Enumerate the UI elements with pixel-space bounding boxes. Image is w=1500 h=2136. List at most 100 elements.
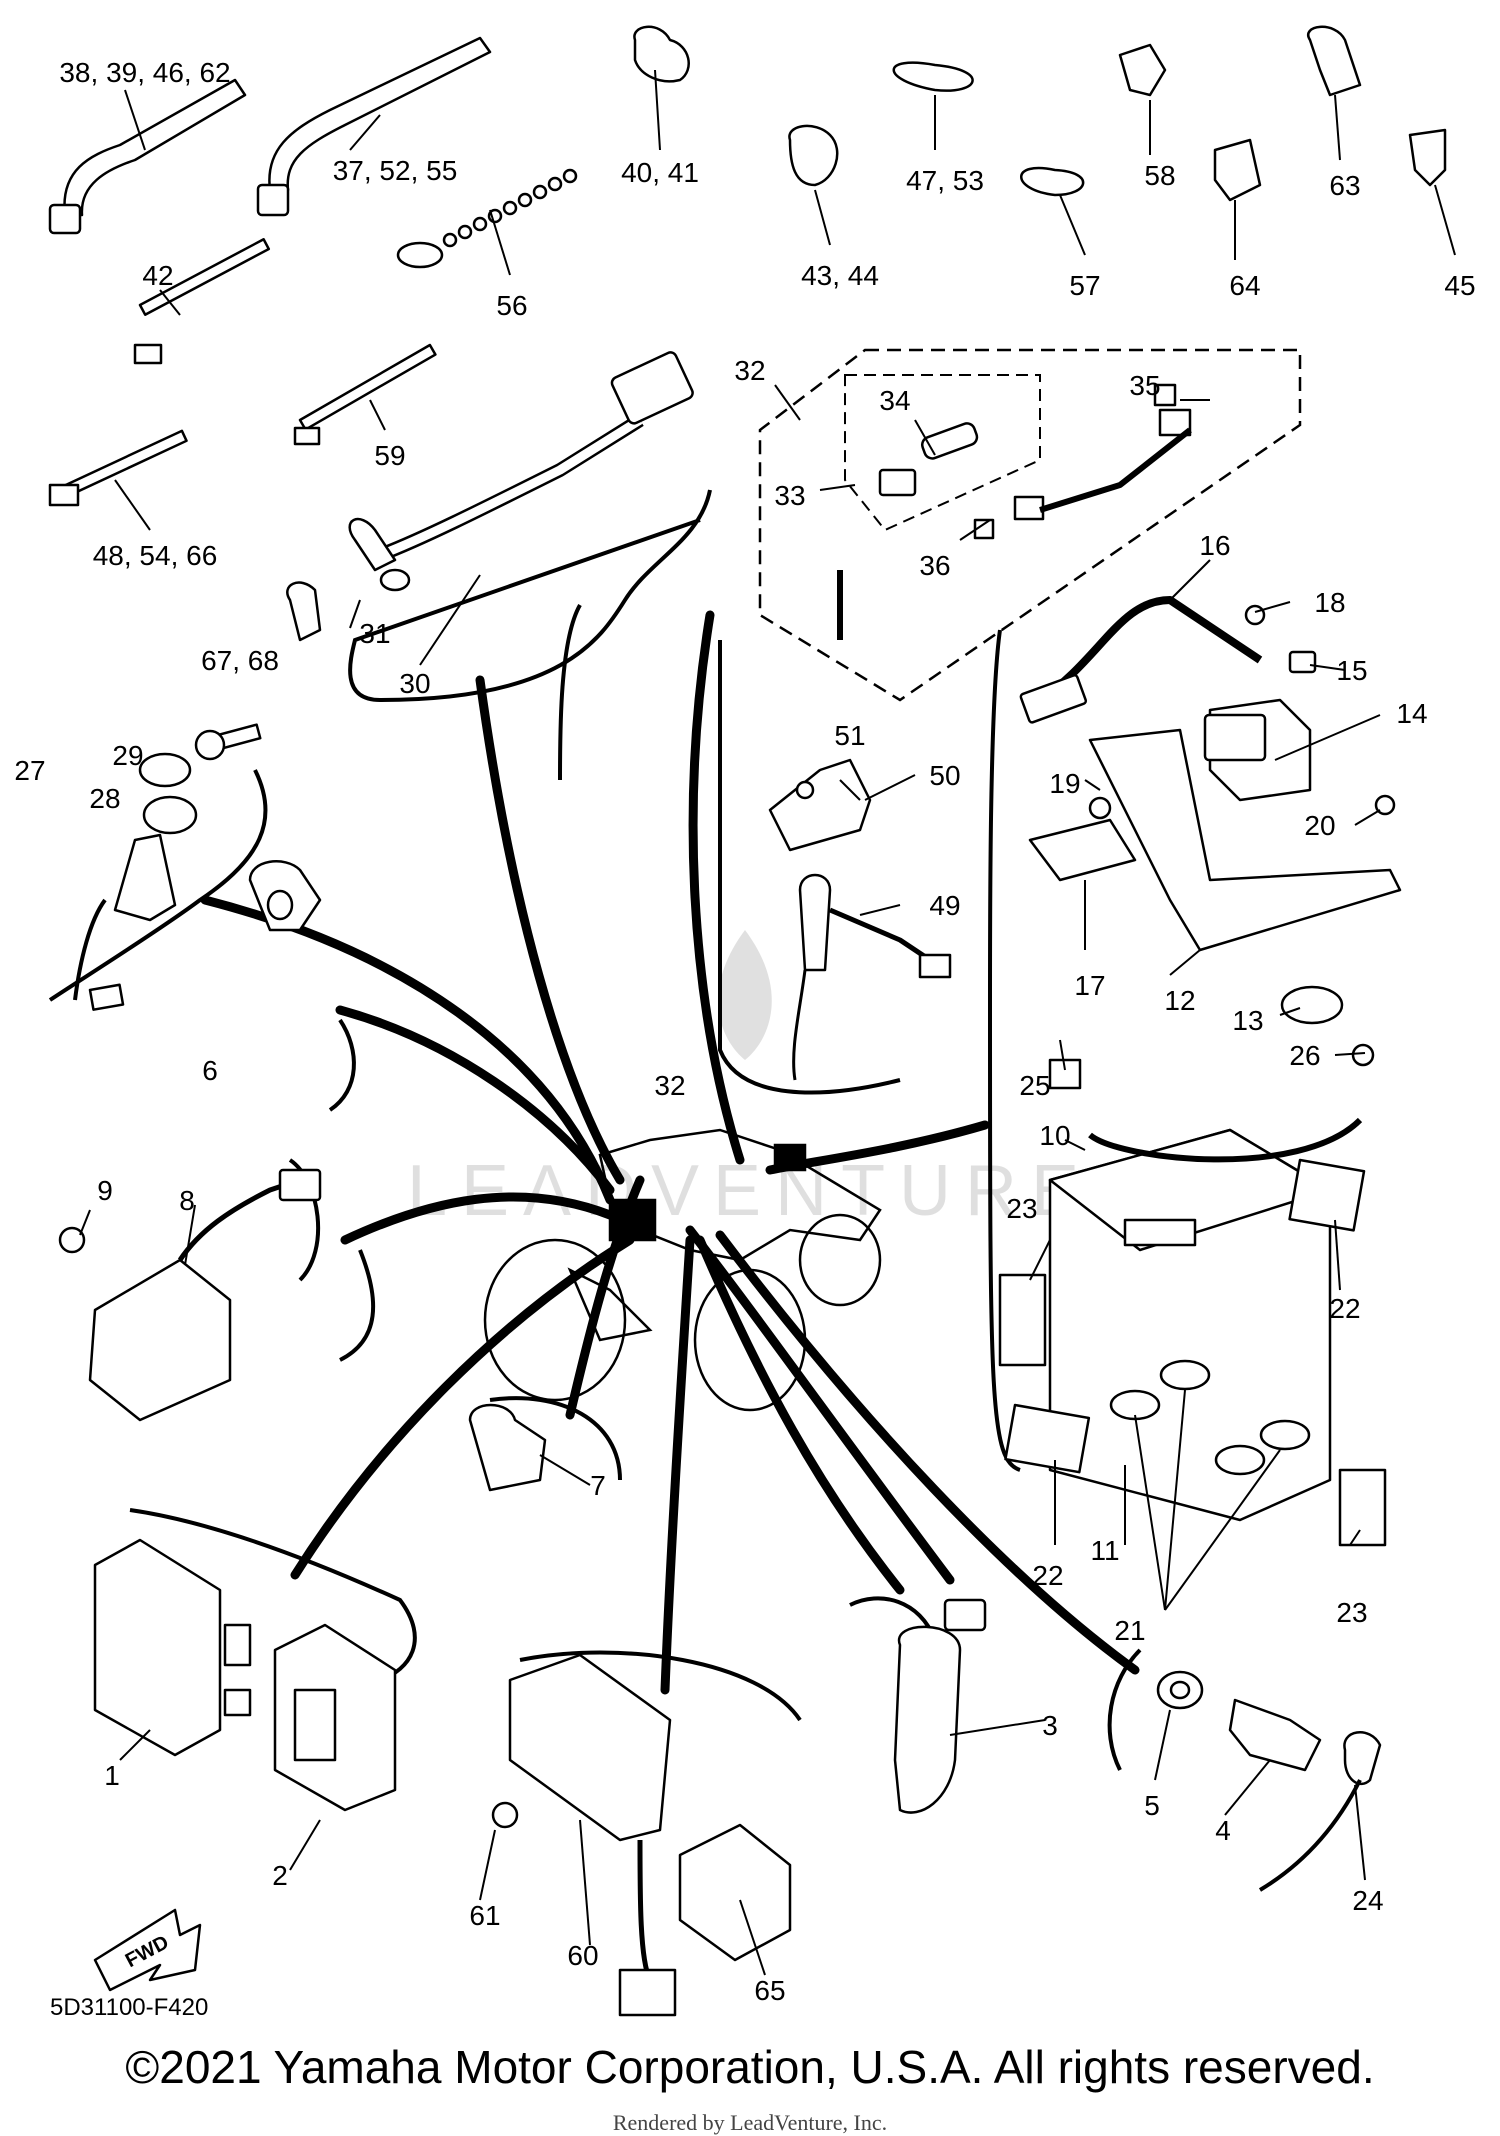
callout-25: 25 xyxy=(1019,1070,1050,1101)
callout-5: 5 xyxy=(1144,1790,1160,1821)
callout-45: 45 xyxy=(1444,270,1475,301)
dashed-box-33 xyxy=(844,374,1041,532)
callout-14: 14 xyxy=(1396,698,1427,729)
callout-61: 61 xyxy=(469,1900,500,1931)
callout-35: 35 xyxy=(1129,370,1160,401)
cable-tie-38-head xyxy=(48,203,82,235)
frame-brake xyxy=(718,640,901,1095)
callout-33: 33 xyxy=(774,480,805,511)
callout-3: 3 xyxy=(1042,1710,1058,1741)
cap-24 xyxy=(1343,1731,1382,1786)
watermark: LEADVENTURE xyxy=(407,930,1079,1231)
cable-tie-48-head xyxy=(48,483,80,507)
frame-harness-right xyxy=(988,629,1021,1472)
pad-22-right xyxy=(1288,1158,1366,1232)
nut-28 xyxy=(142,795,198,835)
callout-20: 20 xyxy=(1304,810,1335,841)
frame-brackets xyxy=(558,604,582,781)
pad-23-right xyxy=(1338,1468,1387,1547)
clip-63 xyxy=(1307,25,1362,97)
frame-regulator xyxy=(339,1249,376,1362)
callout-58: 58 xyxy=(1144,160,1175,191)
plug-31 xyxy=(348,518,397,572)
frame-spark xyxy=(1107,1648,1142,1771)
callout-24: 24 xyxy=(1352,1885,1383,1916)
callout-9: 9 xyxy=(97,1175,113,1206)
fwd-arrow xyxy=(93,1908,202,1992)
callout-57: 57 xyxy=(1069,270,1100,301)
callout-29: 29 xyxy=(112,740,143,771)
callout-63: 63 xyxy=(1329,170,1360,201)
group-frames xyxy=(48,489,1142,1771)
bolt-9 xyxy=(58,1226,86,1254)
bolt-20 xyxy=(1374,794,1396,816)
clamp-47 xyxy=(892,61,974,92)
callout-32-top: 32 xyxy=(734,355,765,386)
callout-50: 50 xyxy=(929,760,960,791)
callout-38-39-46-62: 38, 39, 46, 62 xyxy=(59,57,230,88)
callout-30: 30 xyxy=(399,668,430,699)
relay-17 xyxy=(1028,818,1137,882)
callout-48-54-66: 48, 54, 66 xyxy=(93,540,218,571)
callout-60: 60 xyxy=(567,1940,598,1971)
callout-27: 27 xyxy=(14,755,45,786)
callout-36: 36 xyxy=(919,550,950,581)
callout-10: 10 xyxy=(1039,1120,1070,1151)
cable-tie-37-head xyxy=(256,183,290,217)
callout-23-right: 23 xyxy=(1336,1597,1367,1628)
callout-59: 59 xyxy=(374,440,405,471)
callout-47-53: 47, 53 xyxy=(906,165,984,196)
callout-21: 21 xyxy=(1114,1615,1145,1646)
band-19 xyxy=(1088,796,1112,820)
bead-chain-56 xyxy=(396,168,578,269)
ecu-1 xyxy=(93,1538,222,1757)
callout-18: 18 xyxy=(1314,587,1345,618)
callout-16: 16 xyxy=(1199,530,1230,561)
callout-40-41: 40, 41 xyxy=(621,157,699,188)
callout-43-44: 43, 44 xyxy=(801,260,879,291)
clip-64 xyxy=(1213,138,1262,202)
copyright: ©2021 Yamaha Motor Corporation, U.S.A. A… xyxy=(125,2041,1375,2093)
atv-silhouette xyxy=(483,1128,882,1412)
pad-23-left xyxy=(998,1273,1047,1367)
cable-tie-59-head xyxy=(293,426,321,446)
callout-11: 11 xyxy=(1090,1535,1119,1566)
bracket-50 xyxy=(768,758,872,852)
damper-13 xyxy=(1280,985,1344,1025)
diagram-code: 5D31100-F420 xyxy=(50,1994,208,2021)
clip-45 xyxy=(1408,128,1447,187)
frame-rectifier xyxy=(519,1650,802,1722)
rectifier-60 xyxy=(508,1653,672,1842)
cable-tie-59 xyxy=(298,343,437,431)
bolt-18 xyxy=(1244,604,1266,626)
callout-7: 7 xyxy=(590,1470,606,1501)
bolt-61 xyxy=(491,1801,519,1829)
callout-8: 8 xyxy=(179,1185,195,1216)
relay-65 xyxy=(678,1823,792,1962)
cap-29 xyxy=(138,752,192,788)
callout-37-52-55: 37, 52, 55 xyxy=(333,155,458,186)
damper-21c xyxy=(1259,1419,1311,1451)
callout-19: 19 xyxy=(1049,768,1080,799)
connector-30 xyxy=(610,351,694,425)
damper-21a xyxy=(1159,1359,1211,1391)
damper-21d xyxy=(1214,1444,1266,1476)
callout-6: 6 xyxy=(202,1055,218,1086)
callout-26: 26 xyxy=(1289,1040,1320,1071)
callout-2: 2 xyxy=(272,1860,288,1891)
callout-23-left: 23 xyxy=(1006,1193,1037,1224)
callout-56: 56 xyxy=(496,290,527,321)
callout-64: 64 xyxy=(1229,270,1260,301)
callout-12: 12 xyxy=(1164,985,1195,1016)
bolt-51 xyxy=(795,780,815,800)
callout-22-right: 22 xyxy=(1329,1293,1360,1324)
callout-13: 13 xyxy=(1232,1005,1263,1036)
callout-15: 15 xyxy=(1336,655,1367,686)
coil-3 xyxy=(893,1625,962,1814)
cable-10 xyxy=(1088,1117,1363,1163)
callout-34: 34 xyxy=(879,385,910,416)
clamp-57 xyxy=(1020,166,1085,197)
dashed-box-32 xyxy=(758,348,1302,702)
callout-17: 17 xyxy=(1074,970,1105,1001)
pad-22-bottom xyxy=(1004,1403,1091,1474)
